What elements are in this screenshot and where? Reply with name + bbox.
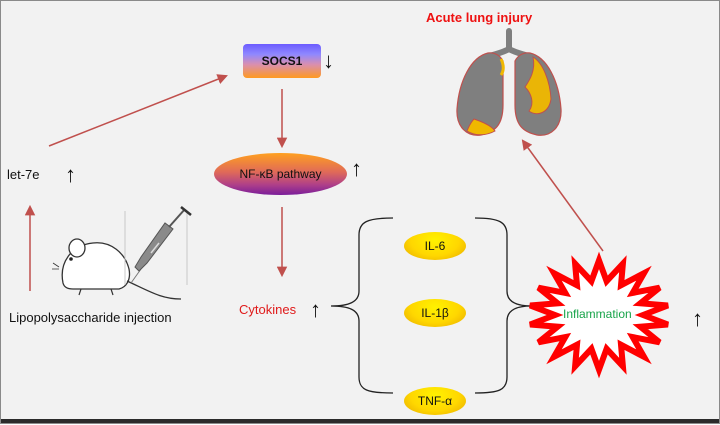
left-brace	[330, 217, 394, 394]
lungs-icon	[456, 28, 562, 136]
inflammation-label: Inflammation	[563, 307, 632, 321]
nfkb-label: NF-κB pathway	[239, 167, 322, 181]
nfkb-pathway-ellipse: NF-κB pathway	[214, 153, 347, 195]
il6-label: IL-6	[424, 239, 446, 253]
cytokines-up-arrow: ↑	[310, 297, 321, 322]
inflammation-up-arrow: ↑	[692, 306, 703, 331]
il6-pill: IL-6	[404, 232, 466, 260]
arrow-let7e-to-socs1	[48, 74, 228, 147]
right-brace	[474, 217, 532, 394]
mouse-icon	[52, 238, 182, 300]
let7e-up-arrow: ↑	[65, 162, 76, 187]
nfkb-up-arrow: ↑	[351, 156, 362, 181]
socs1-box: SOCS1	[243, 44, 321, 78]
socs1-down-arrow: ↓	[323, 48, 334, 73]
let7e-label: let-7e	[7, 167, 40, 182]
syringe-icon	[124, 206, 192, 285]
arrow-inflammation-to-lungs	[521, 139, 604, 252]
il1b-pill: IL-1β	[404, 299, 466, 327]
cytokines-label: Cytokines	[239, 302, 297, 317]
title-acute-lung-injury: Acute lung injury	[426, 10, 533, 25]
tnf-pill: TNF-α	[404, 387, 466, 415]
lps-injection-label: Lipopolysaccharide injection	[9, 310, 172, 325]
il1b-label: IL-1β	[421, 306, 449, 320]
socs1-label: SOCS1	[261, 54, 303, 68]
starburst-icon	[529, 251, 669, 379]
tnf-label: TNF-α	[417, 394, 453, 408]
